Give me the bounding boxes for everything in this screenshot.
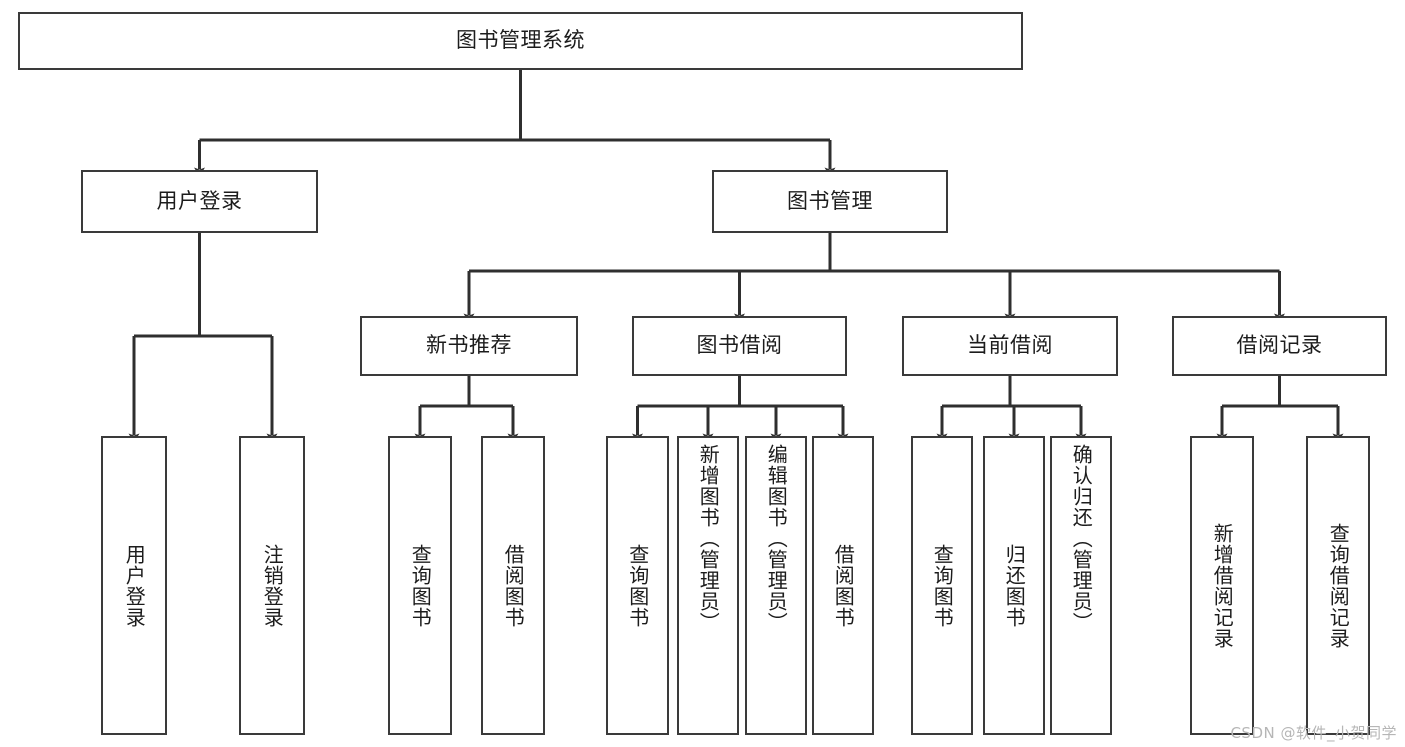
node-label: 借阅记录 xyxy=(1236,333,1323,358)
node-label: 借阅图书 xyxy=(501,543,526,628)
node-leaf-query-book-2[interactable]: 查询图书 xyxy=(606,436,669,735)
node-label: 用户登录 xyxy=(156,188,243,213)
node-leaf-add-record[interactable]: 新增借阅记录 xyxy=(1190,436,1254,735)
node-leaf-confirm-return[interactable]: 确认归还（管理员） xyxy=(1050,436,1112,735)
node-root[interactable]: 图书管理系统 xyxy=(18,12,1023,70)
node-label: 新增借阅记录 xyxy=(1210,522,1235,649)
node-current-borrow[interactable]: 当前借阅 xyxy=(902,316,1118,376)
node-label: 新增图书（管理员） xyxy=(696,444,721,633)
node-book-borrow[interactable]: 图书借阅 xyxy=(632,316,847,376)
node-book-manage[interactable]: 图书管理 xyxy=(712,170,948,233)
node-new-book-rec[interactable]: 新书推荐 xyxy=(360,316,578,376)
node-label: 查询借阅记录 xyxy=(1326,522,1351,649)
node-leaf-return-book[interactable]: 归还图书 xyxy=(983,436,1045,735)
node-leaf-query-record[interactable]: 查询借阅记录 xyxy=(1306,436,1370,735)
node-label: 归还图书 xyxy=(1002,543,1027,628)
node-label: 用户登录 xyxy=(122,543,147,628)
node-label: 新书推荐 xyxy=(426,333,512,358)
node-label: 查询图书 xyxy=(625,543,650,628)
node-label: 确认归还（管理员） xyxy=(1069,444,1094,633)
node-leaf-user-login[interactable]: 用户登录 xyxy=(101,436,167,735)
node-label: 查询图书 xyxy=(930,543,955,628)
node-label: 借阅图书 xyxy=(831,543,856,628)
node-leaf-query-book-1[interactable]: 查询图书 xyxy=(388,436,452,735)
node-borrow-record[interactable]: 借阅记录 xyxy=(1172,316,1387,376)
node-label: 图书管理系统 xyxy=(456,28,585,53)
node-label: 当前借阅 xyxy=(967,333,1053,358)
watermark: CSDN @软件_小贺同学 xyxy=(1230,724,1397,742)
node-label: 查询图书 xyxy=(408,543,433,628)
node-label: 编辑图书（管理员） xyxy=(764,444,789,633)
node-label: 图书借阅 xyxy=(696,333,783,358)
node-leaf-user-logout[interactable]: 注销登录 xyxy=(239,436,305,735)
node-label: 图书管理 xyxy=(787,188,873,213)
node-label: 注销登录 xyxy=(260,543,285,628)
node-leaf-query-book-3[interactable]: 查询图书 xyxy=(911,436,973,735)
node-leaf-borrow-book-2[interactable]: 借阅图书 xyxy=(812,436,874,735)
node-user-login[interactable]: 用户登录 xyxy=(81,170,318,233)
node-leaf-add-book[interactable]: 新增图书（管理员） xyxy=(677,436,739,735)
node-leaf-borrow-book-1[interactable]: 借阅图书 xyxy=(481,436,545,735)
node-leaf-edit-book[interactable]: 编辑图书（管理员） xyxy=(745,436,807,735)
